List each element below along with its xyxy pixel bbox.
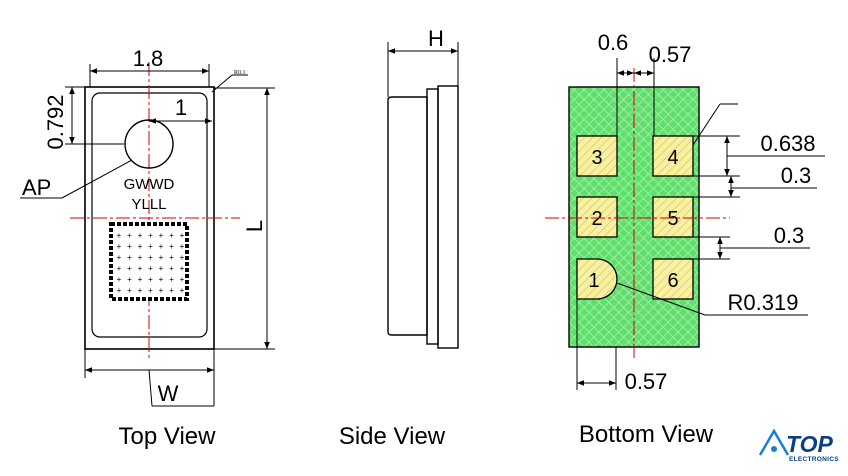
die-grid-mark: + [169,231,174,240]
die-grid-mark: + [169,242,174,251]
dim-corner-leader [211,74,233,93]
dim-pad-height-text: 0.638 [760,131,815,156]
bottom-view-caption: Bottom View [579,421,714,448]
die-grid-mark: + [169,264,174,273]
die-grid-mark: + [127,275,132,284]
die-grid-mark: + [159,264,164,273]
dim-corner-text: R0.1 [234,70,246,76]
die-grid-mark: + [169,275,174,284]
asic-die-grid: + + + + + + + + + + + + + + + + + + + + + + + + + + + + + + + + + + + + + + + +… [117,231,185,295]
top-electronics-logo: TOP ELECTRONICS [758,428,839,463]
top-view: + + + + + + + + + + + + + + + + + + + + + + + + + + + + + + + + + + + + + + + +… [20,46,275,450]
pad-1: 1 [576,258,618,300]
pad-4: 4 [652,135,694,177]
die-grid-mark: + [169,286,174,295]
die-grid-mark: + [169,253,174,262]
die-grid-mark: + [159,242,164,251]
pad-4-label: 4 [667,147,678,169]
die-grid-mark: + [127,242,132,251]
die-grid-mark: + [127,231,132,240]
dim-ap-offset-text: 0.792 [43,94,68,149]
dim-w-text: W [158,381,179,406]
logo-mark-icon [758,428,790,456]
die-grid-mark: + [180,231,185,240]
pad-4-leader [692,103,721,146]
top-view-marking-line2: YLLL [131,196,166,213]
die-grid-mark: + [180,242,185,251]
die-grid-mark: + [117,231,122,240]
dim-bottom-text: 0.57 [625,369,668,394]
side-view-base [437,85,459,349]
dim-radius-leader [616,282,706,316]
die-grid-mark: + [138,242,143,251]
die-grid-mark: + [117,275,122,284]
die-grid-mark: + [117,242,122,251]
dim-width-text: 1.8 [133,46,164,71]
side-view-substrate [426,88,439,345]
pad-6-label: 6 [667,270,678,292]
die-grid-mark: + [159,253,164,262]
die-grid-mark: + [159,286,164,295]
dim-length-text: L [242,220,267,232]
side-view-caption: Side View [339,423,446,450]
dim-pad-column-text: 0.57 [649,42,692,67]
ap-label: AP [22,175,51,200]
dim-gap-lower-text: 0.3 [774,223,805,248]
pad-2: 2 [576,196,618,238]
dim-gap-upper-text: 0.3 [781,163,812,188]
die-grid-mark: + [180,275,185,284]
die-grid-mark: + [159,275,164,284]
die-grid-mark: + [148,275,153,284]
pad-2-label: 2 [591,208,602,230]
die-grid-mark: + [127,286,132,295]
die-grid-mark: + [127,264,132,273]
die-grid-mark: + [148,264,153,273]
die-grid-mark: + [148,286,153,295]
pad-5-label: 5 [667,208,678,230]
dim-pad-center-text: 0.6 [598,30,629,55]
die-grid-mark: + [148,242,153,251]
die-grid-mark: + [159,231,164,240]
logo-subtext: ELECTRONICS [789,456,839,463]
dim-height-text: H [428,26,444,51]
die-grid-mark: + [148,231,153,240]
die-grid-mark: + [117,264,122,273]
die-grid-mark: + [138,264,143,273]
pad-1-label: 1 [588,270,599,292]
dim-radius-text: R0.319 [728,290,799,315]
die-grid-mark: + [180,264,185,273]
pad-3-label: 3 [591,147,602,169]
pad-5: 5 [652,196,694,238]
die-grid-mark: + [138,231,143,240]
bottom-view: 3 4 2 5 1 6 0.6 0.57 [545,30,825,448]
die-grid-mark: + [180,253,185,262]
pad-3: 3 [576,135,618,177]
pad-6: 6 [652,258,694,300]
die-grid-mark: + [138,286,143,295]
side-view: H Side View [339,26,459,450]
die-grid-mark: + [117,286,122,295]
die-grid-mark: + [127,253,132,262]
asic-die [109,222,189,301]
dim-w-leader [148,369,153,407]
side-view-lid [387,96,428,336]
logo-text: TOP [786,431,834,457]
die-grid-mark: + [117,253,122,262]
die-grid-mark: + [138,275,143,284]
top-view-marking-line1: GWWD [124,176,175,193]
dim-ap-radius-text: 1 [175,95,187,120]
die-grid-mark: + [148,253,153,262]
ap-leader [61,159,133,199]
top-view-caption: Top View [119,423,217,450]
die-grid-mark: + [138,253,143,262]
die-grid-mark: + [180,286,185,295]
